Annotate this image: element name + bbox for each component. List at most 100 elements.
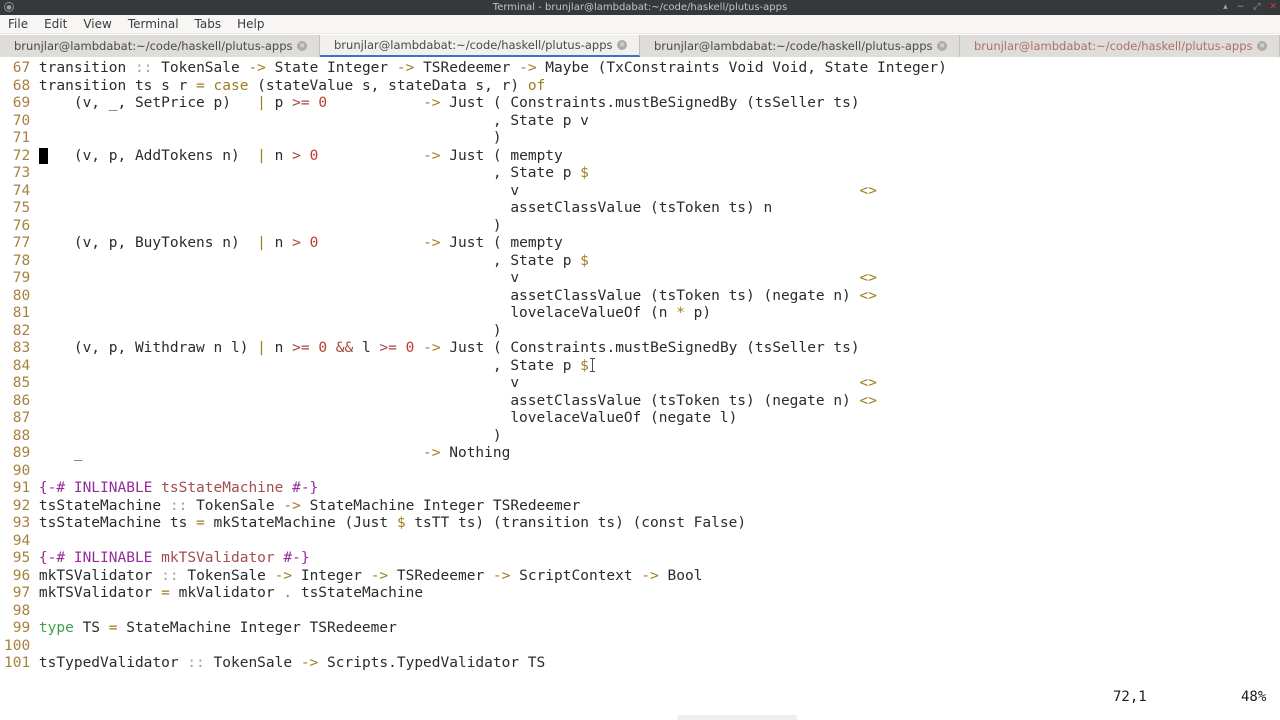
dock-hint bbox=[677, 715, 797, 720]
line-number: 85 bbox=[4, 375, 39, 391]
code-line-89: 89 _ -> Nothing bbox=[4, 445, 511, 461]
code-line-90: 90 bbox=[4, 463, 1280, 481]
line-number: 90 bbox=[4, 462, 39, 479]
line-number: 75 bbox=[4, 200, 39, 216]
tab-bar: brunjlar@lambdabat:~/code/haskell/plutus… bbox=[0, 35, 1280, 57]
line-number: 83 bbox=[4, 340, 39, 356]
code-line-69: 69 (v, _, SetPrice p) | p >= 0 -> Just (… bbox=[4, 95, 860, 111]
window-title: Terminal - brunjlar@lambdabat:~/code/has… bbox=[492, 2, 788, 13]
line-number: 71 bbox=[4, 130, 39, 146]
maximize-button[interactable]: ⤢ bbox=[1253, 2, 1261, 12]
line-number: 98 bbox=[4, 602, 39, 619]
terminal-tab-1[interactable]: brunjlar@lambdabat:~/code/haskell/plutus… bbox=[0, 35, 320, 57]
line-number: 80 bbox=[4, 287, 39, 304]
menu-bar: File Edit View Terminal Tabs Help bbox=[0, 15, 1280, 34]
code-line-94: 94 bbox=[4, 533, 1280, 551]
line-number: 91 bbox=[4, 480, 39, 496]
line-number: 89 bbox=[4, 445, 39, 461]
line-number: 97 bbox=[4, 585, 39, 601]
tab-close-icon[interactable]: ✕ bbox=[1257, 41, 1267, 51]
tab-label: brunjlar@lambdabat:~/code/haskell/plutus… bbox=[974, 39, 1253, 53]
vim-ruler: 72,1 48% bbox=[0, 689, 1280, 707]
tab-label: brunjlar@lambdabat:~/code/haskell/plutus… bbox=[334, 38, 613, 52]
line-number: 81 bbox=[4, 305, 39, 321]
shade-button[interactable]: ▴ bbox=[1223, 2, 1228, 12]
line-number: 99 bbox=[4, 620, 39, 636]
line-number: 68 bbox=[4, 77, 39, 94]
code-line-68: 68 transition ts s r = case (stateValue … bbox=[4, 77, 546, 94]
line-number: 95 bbox=[4, 550, 39, 566]
terminal-tab-3[interactable]: brunjlar@lambdabat:~/code/haskell/plutus… bbox=[640, 35, 960, 57]
code-line-101: 101 tsTypedValidator :: TokenSale -> Scr… bbox=[4, 655, 546, 671]
line-number: 74 bbox=[4, 182, 39, 199]
line-number: 82 bbox=[4, 322, 39, 339]
line-number: 77 bbox=[4, 235, 39, 251]
menu-item-help[interactable]: Help bbox=[237, 16, 265, 31]
code-line-77: 77 (v, p, BuyTokens n) | n > 0 -> Just (… bbox=[4, 235, 563, 251]
code-line-99: 99 type TS = StateMachine Integer TSRede… bbox=[4, 620, 397, 636]
code-line-84: 84 , State p $ bbox=[4, 357, 589, 374]
code-line-88: 88 ) bbox=[4, 427, 502, 444]
line-number: 87 bbox=[4, 410, 39, 426]
code-line-98: 98 bbox=[4, 603, 1280, 621]
line-number: 92 bbox=[4, 497, 39, 514]
menu-item-edit[interactable]: Edit bbox=[44, 16, 68, 31]
line-number: 94 bbox=[4, 532, 39, 549]
line-number: 67 bbox=[4, 60, 39, 76]
tab-close-icon[interactable]: ✕ bbox=[297, 41, 307, 51]
menu-item-view[interactable]: View bbox=[83, 16, 112, 31]
line-number: 88 bbox=[4, 427, 39, 444]
code-line-97: 97 mkTSValidator = mkValidator . tsState… bbox=[4, 585, 424, 601]
line-number: 70 bbox=[4, 112, 39, 129]
line-number: 93 bbox=[4, 515, 39, 531]
code-line-100: 100 bbox=[4, 638, 1280, 656]
line-number: 69 bbox=[4, 95, 39, 111]
code-line-73: 73 , State p $ bbox=[4, 165, 589, 181]
menu-item-file[interactable]: File bbox=[8, 16, 29, 31]
line-number: 84 bbox=[4, 357, 39, 374]
code-line-91: 91 {-# INLINABLE tsStateMachine #-} bbox=[4, 480, 319, 496]
title-bar: ● Terminal - brunjlar@lambdabat:~/code/h… bbox=[0, 0, 1280, 15]
line-number: 73 bbox=[4, 165, 39, 181]
code-line-82: 82 ) bbox=[4, 322, 502, 339]
terminal-viewport[interactable]: 67 transition :: TokenSale -> State Inte… bbox=[0, 57, 1280, 720]
line-number: 86 bbox=[4, 392, 39, 409]
line-number: 101 bbox=[4, 655, 39, 671]
code-line-78: 78 , State p $ bbox=[4, 252, 589, 269]
line-number: 76 bbox=[4, 217, 39, 234]
terminal-tab-2[interactable]: brunjlar@lambdabat:~/code/haskell/plutus… bbox=[320, 35, 640, 57]
tab-label: brunjlar@lambdabat:~/code/haskell/plutus… bbox=[654, 39, 933, 53]
code-line-79: 79 v <> bbox=[4, 270, 877, 286]
tab-label: brunjlar@lambdabat:~/code/haskell/plutus… bbox=[14, 39, 293, 53]
code-line-92: 92 tsStateMachine :: TokenSale -> StateM… bbox=[4, 497, 581, 514]
code-line-83: 83 (v, p, Withdraw n l) | n >= 0 && l >=… bbox=[4, 340, 860, 356]
tab-close-icon[interactable]: ✕ bbox=[937, 41, 947, 51]
code-line-71: 71 ) bbox=[4, 130, 502, 146]
close-button[interactable]: ✕ bbox=[1269, 2, 1277, 12]
code-line-75: 75 assetClassValue (tsToken ts) n bbox=[4, 200, 773, 216]
code-line-81: 81 lovelaceValueOf (n * p) bbox=[4, 305, 712, 321]
terminal-app-icon: ● bbox=[4, 2, 14, 12]
menu-item-terminal[interactable]: Terminal bbox=[127, 16, 179, 31]
code-line-70: 70 , State p v bbox=[4, 112, 589, 129]
tab-close-icon[interactable]: ✕ bbox=[617, 40, 627, 50]
code-line-80: 80 assetClassValue (tsToken ts) (negate … bbox=[4, 287, 877, 304]
minimize-button[interactable]: − bbox=[1236, 2, 1245, 12]
cursor-position: 72,1 bbox=[1113, 689, 1147, 705]
line-number: 79 bbox=[4, 270, 39, 286]
code-line-85: 85 v <> bbox=[4, 375, 877, 391]
code-line-74: 74 v <> bbox=[4, 182, 877, 199]
code-line-93: 93 tsStateMachine ts = mkStateMachine (J… bbox=[4, 515, 747, 531]
terminal-tab-4[interactable]: brunjlar@lambdabat:~/code/haskell/plutus… bbox=[960, 35, 1280, 57]
code-line-72: 72 (v, p, AddTokens n) | n > 0 -> Just (… bbox=[4, 147, 563, 164]
code-line-76: 76 ) bbox=[4, 217, 502, 234]
code-line-86: 86 assetClassValue (tsToken ts) (negate … bbox=[4, 392, 877, 409]
line-number: 72 bbox=[4, 147, 39, 164]
code-line-67: 67 transition :: TokenSale -> State Inte… bbox=[4, 60, 947, 76]
scroll-percent: 48% bbox=[1241, 689, 1267, 705]
line-number: 78 bbox=[4, 252, 39, 269]
line-number: 100 bbox=[4, 637, 39, 654]
menu-item-tabs[interactable]: Tabs bbox=[194, 16, 222, 31]
code-line-96: 96 mkTSValidator :: TokenSale -> Integer… bbox=[4, 567, 703, 584]
vim-block-cursor bbox=[38, 147, 48, 164]
